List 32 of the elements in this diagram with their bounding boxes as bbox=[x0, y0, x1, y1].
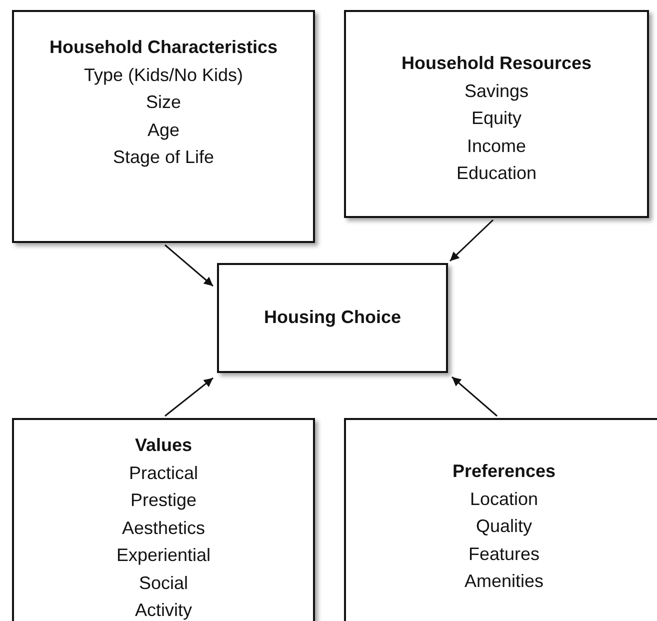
factor-item: Features bbox=[468, 542, 540, 566]
box-heading: Household Characteristics bbox=[49, 36, 278, 59]
box-heading: Values bbox=[134, 434, 192, 457]
factor-item: Amenities bbox=[464, 570, 544, 593]
factor-item: Stage of Life bbox=[112, 146, 214, 169]
factor-box bbox=[12, 10, 315, 243]
factor-item: Type (Kids/No Kids) bbox=[84, 64, 244, 87]
factor-item: Social bbox=[138, 572, 188, 594]
box-heading: Housing Choice bbox=[264, 306, 401, 330]
factor-item: Education bbox=[456, 162, 537, 185]
arrow bbox=[452, 376, 498, 417]
factor-item: Prestige bbox=[130, 489, 197, 512]
factor-box bbox=[217, 263, 448, 373]
factor-item: Age bbox=[147, 118, 180, 142]
factor-box bbox=[344, 10, 649, 218]
box-heading: Preferences bbox=[452, 460, 556, 483]
arrow bbox=[164, 377, 214, 417]
factor-item: Equity bbox=[471, 107, 522, 130]
arrow bbox=[449, 219, 494, 262]
factor-item: Income bbox=[466, 134, 526, 158]
factor-item: Size bbox=[146, 91, 181, 114]
factor-box bbox=[12, 418, 315, 621]
factor-box bbox=[344, 418, 657, 621]
factor-item: Activity bbox=[134, 599, 192, 621]
factor-item: Experiential bbox=[116, 544, 211, 567]
factor-item: Aesthetics bbox=[122, 516, 206, 540]
arrow bbox=[164, 244, 214, 287]
factor-item: Location bbox=[470, 488, 538, 510]
factor-item: Quality bbox=[476, 515, 532, 538]
factor-item: Savings bbox=[464, 80, 529, 103]
box-heading: Household Resources bbox=[401, 52, 592, 75]
factor-item: Practical bbox=[128, 462, 198, 484]
